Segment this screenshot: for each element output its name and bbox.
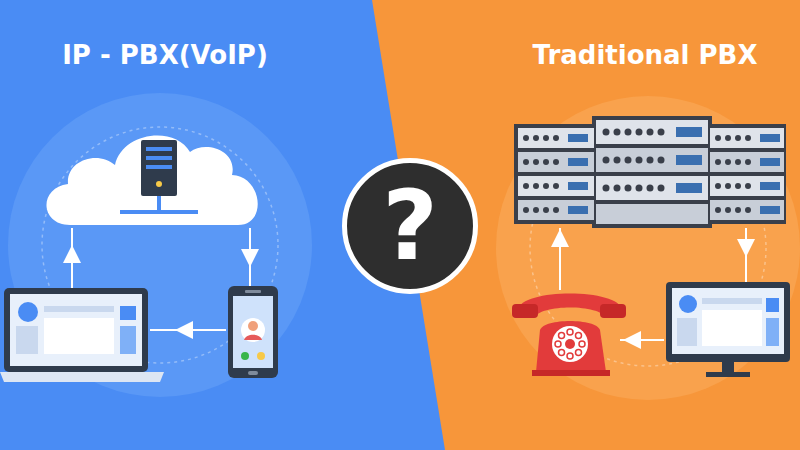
phone-icon [228,286,278,378]
question-circle: ? [342,158,478,294]
question-mark: ? [382,178,438,274]
halo [8,93,312,397]
panel-title: IP - PBX(VoIP) [62,40,268,70]
cloud-icon [46,135,257,225]
halo [496,96,800,400]
monitor-icon [666,282,790,377]
halo-ring [42,127,278,363]
laptop-icon [0,288,164,382]
server-rack-icon [514,116,786,228]
panel-title: Traditional PBX [533,40,758,70]
telephone-icon [512,294,626,377]
